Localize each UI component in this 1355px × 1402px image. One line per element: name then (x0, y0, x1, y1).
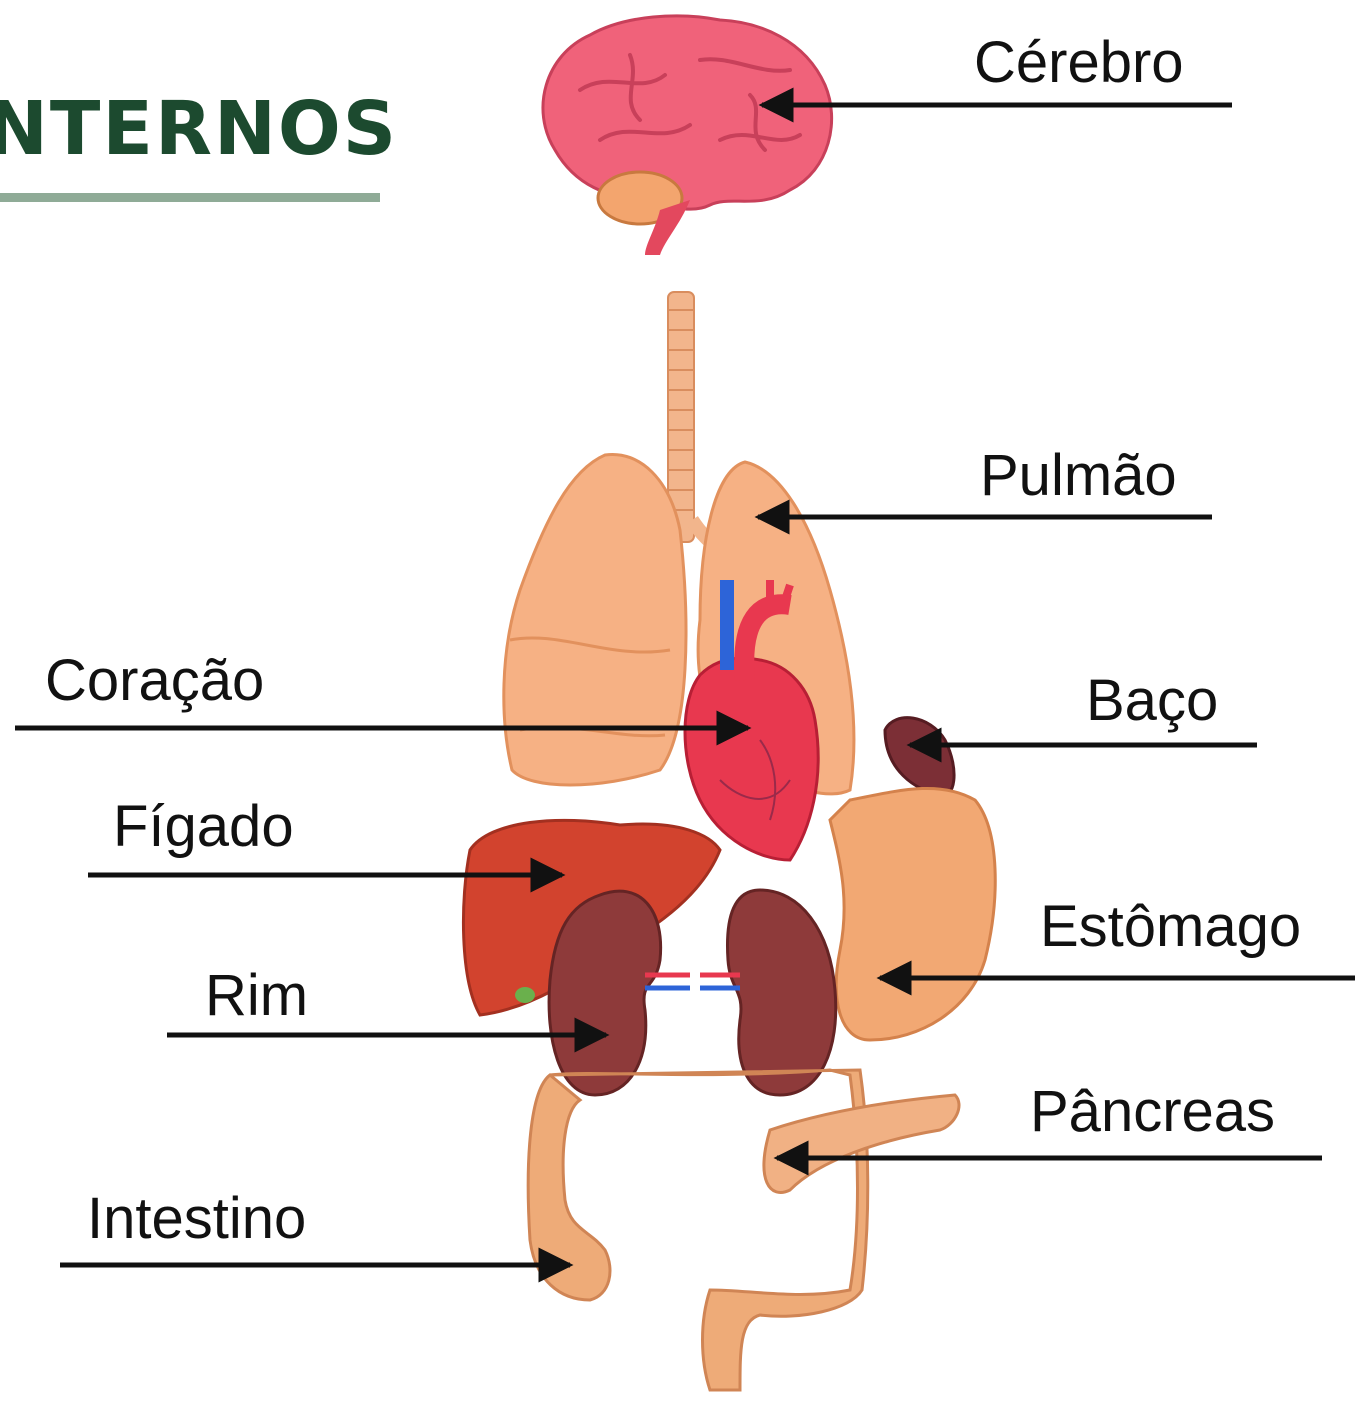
label-estomago: Estômago (1040, 898, 1301, 956)
kidneys-illustration (549, 890, 836, 1095)
label-intestino: Intestino (87, 1190, 306, 1248)
label-baco: Baço (1086, 672, 1218, 730)
stomach-illustration (830, 788, 995, 1040)
label-figado: Fígado (113, 798, 294, 856)
brain-illustration (543, 16, 832, 255)
label-coracao: Coração (45, 652, 264, 710)
spleen-illustration (885, 718, 954, 796)
label-pulmao: Pulmão (980, 447, 1177, 505)
label-pancreas: Pâncreas (1030, 1083, 1275, 1141)
intestine-illustration (528, 1070, 959, 1390)
label-cerebro: Cérebro (974, 34, 1184, 92)
label-rim: Rim (205, 967, 308, 1025)
